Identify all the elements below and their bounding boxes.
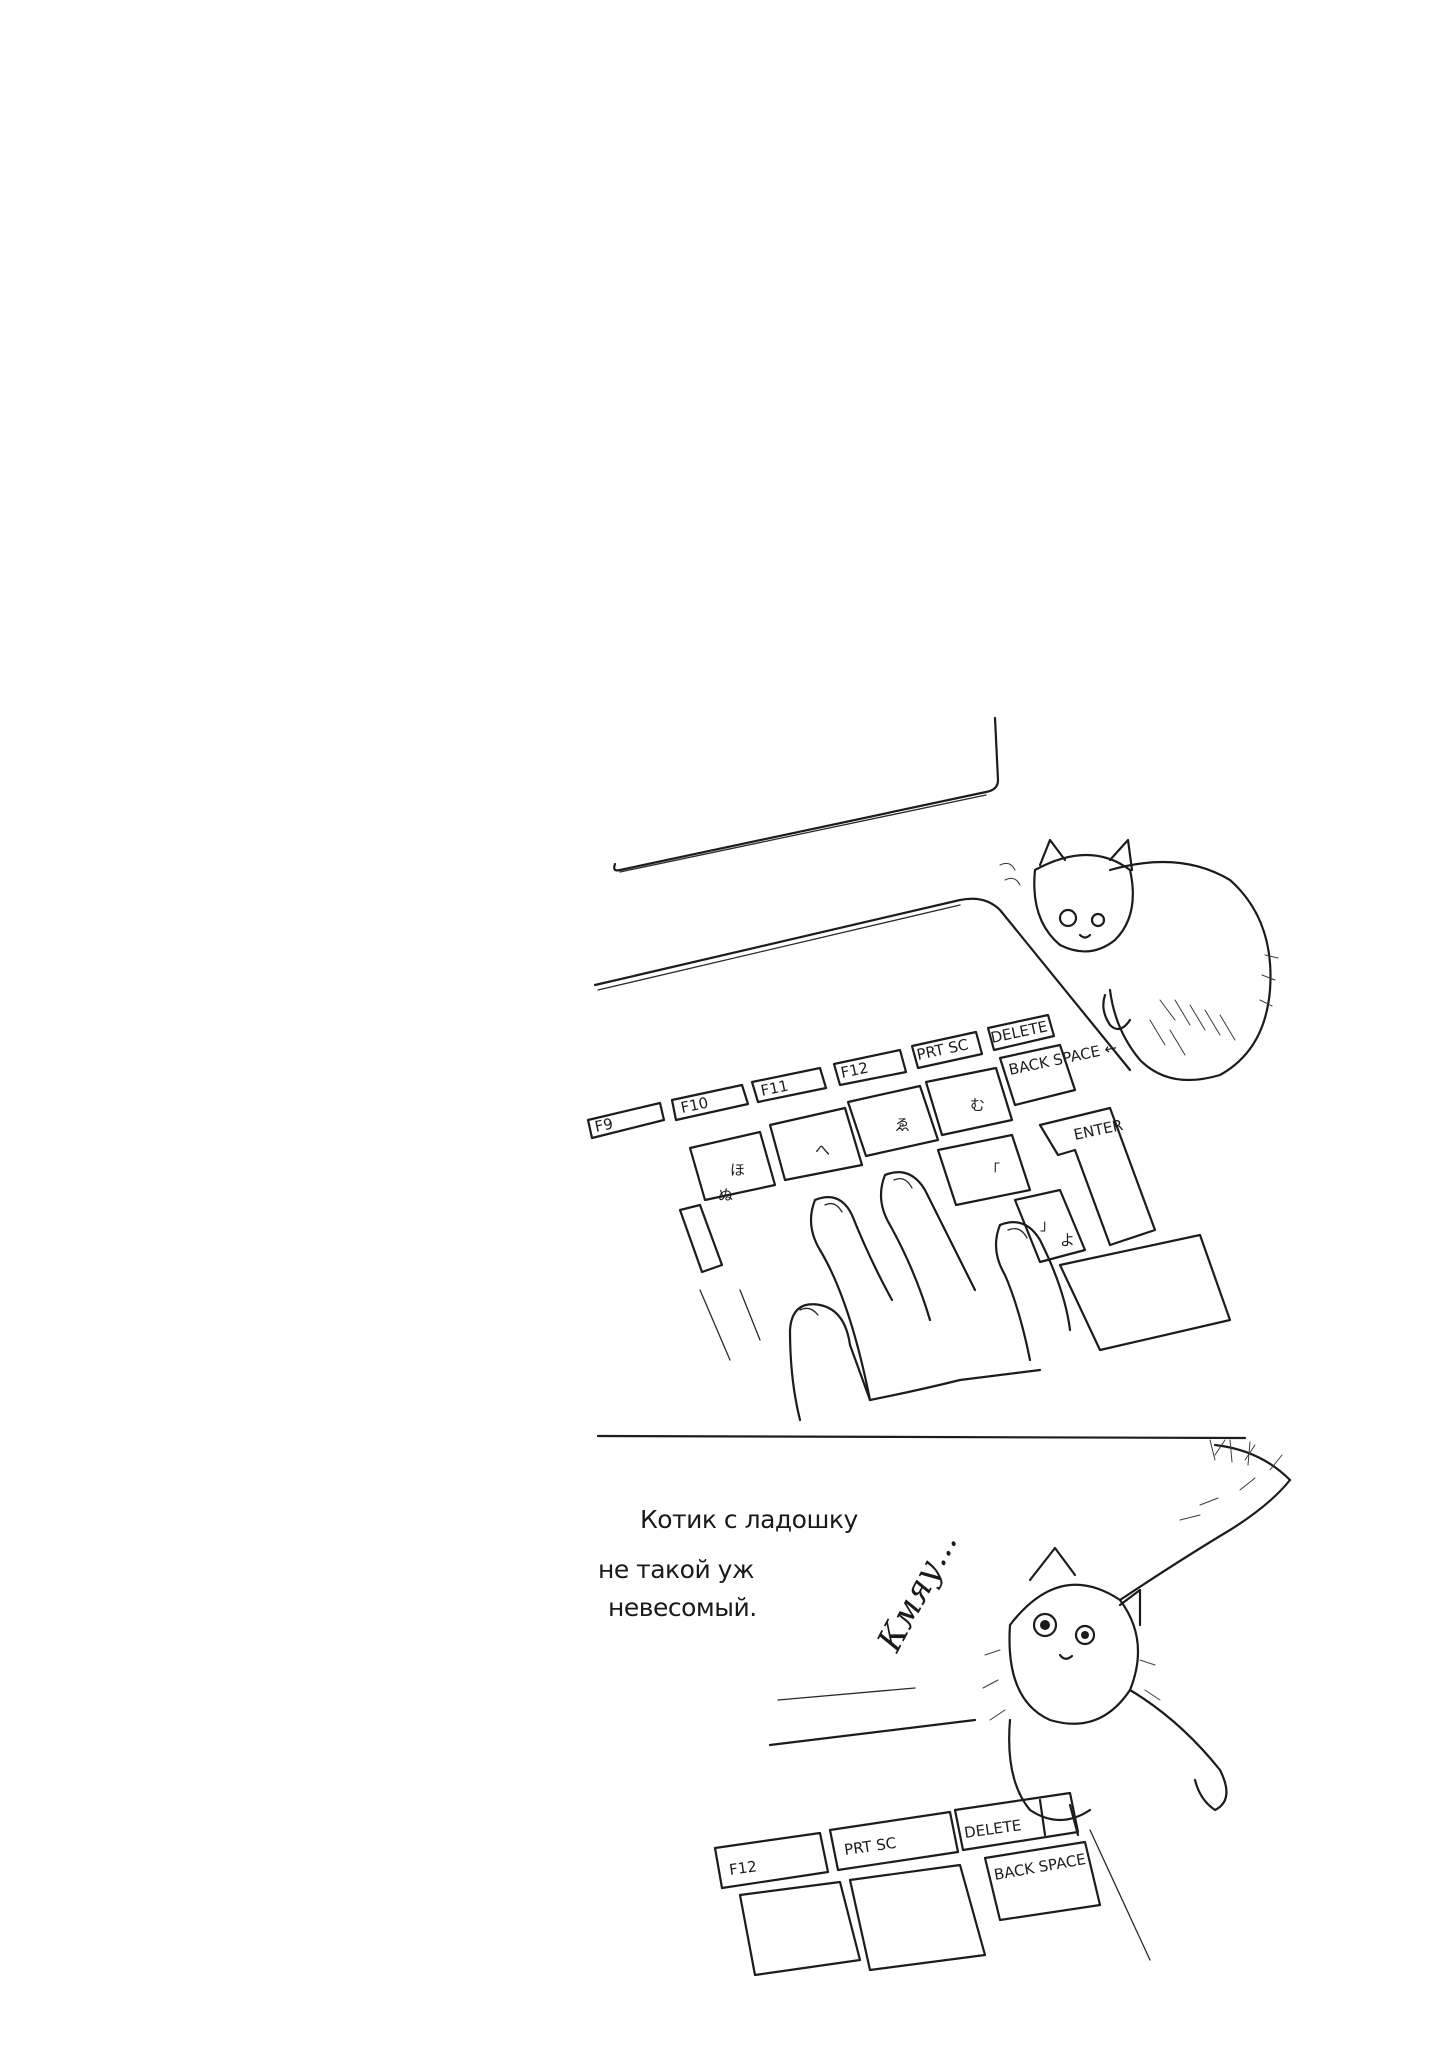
kitten-panel-1 <box>999 838 1279 1082</box>
caption-line-3: невесомый. <box>608 1593 757 1622</box>
laptop-base-edge <box>593 897 1132 1072</box>
kitten-panel-2 <box>982 1439 1292 1837</box>
key-label-nu: ぬ <box>718 1186 733 1204</box>
kitten2-eye-right <box>1074 1624 1096 1646</box>
kitten-eye-right <box>1090 912 1106 928</box>
key-label-ho: ほ <box>730 1161 745 1179</box>
key-label-we: ゑ <box>895 1116 910 1134</box>
key-label-f9: F9 <box>593 1115 615 1136</box>
caption-line-2: не такой уж <box>598 1555 754 1584</box>
keyboard-panel-2: F12 PRT SC DELETE BACK SPACE <box>713 1791 1151 1977</box>
key-label-he: へ <box>815 1141 830 1159</box>
key2-label-prtsc: PRT SC <box>843 1834 897 1859</box>
function-key-row: F9 F10 F11 F12 PRT SC DELETE <box>586 1013 1056 1140</box>
kitten-paw <box>1102 993 1132 1031</box>
key-label-f12: F12 <box>839 1059 870 1082</box>
key-label-bracket-close: 」 <box>1040 1216 1055 1234</box>
laptop-lid-edge <box>613 716 1000 872</box>
key-label-backspace: BACK SPACE ← <box>1007 1038 1119 1079</box>
caption-line-1: Котик с ладошку <box>640 1505 858 1534</box>
key-label-enter: ENTER <box>1072 1116 1124 1144</box>
key2-label-delete: DELETE <box>963 1816 1022 1842</box>
kitten-eye-left <box>1058 908 1078 928</box>
key-label-prtsc: PRT SC <box>915 1035 970 1063</box>
kitten2-eye-left <box>1032 1612 1058 1638</box>
key-label-yo: よ <box>1060 1231 1075 1249</box>
kitten2-paws <box>1038 1798 1080 1837</box>
key2-label-backspace: BACK SPACE <box>993 1850 1088 1884</box>
sound-effect-meow: Кмяу... <box>869 1525 966 1658</box>
key-label-mu: む <box>970 1096 985 1114</box>
panel-divider <box>596 1434 1247 1440</box>
key-label-f10: F10 <box>679 1094 710 1117</box>
panel-1-illustration: F9 F10 F11 F12 PRT SC DELETE BACK SPACE … <box>586 716 1279 1440</box>
key-label-bracket-open: 「 <box>985 1161 1000 1179</box>
key-label-f11: F11 <box>759 1077 790 1100</box>
human-hand <box>788 1171 1072 1422</box>
key2-label-f12: F12 <box>728 1857 758 1879</box>
